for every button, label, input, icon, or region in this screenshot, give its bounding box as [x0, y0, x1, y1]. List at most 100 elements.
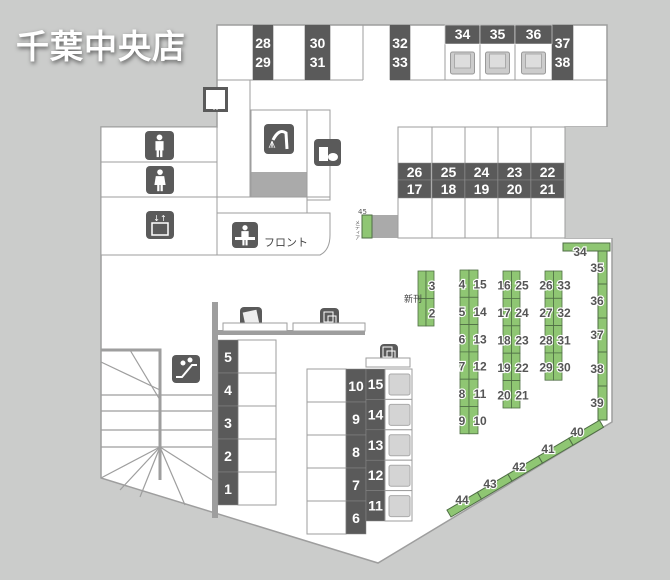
booth-2[interactable]: 2	[217, 438, 277, 473]
booth-number: 11	[368, 498, 383, 514]
booth-15[interactable]: 15	[365, 368, 413, 400]
booth-number: 36	[526, 26, 542, 42]
booth-seat	[306, 368, 347, 403]
shelf-number: 35	[590, 261, 604, 275]
media-shelf-number: 45	[358, 208, 367, 216]
booth-header	[514, 24, 553, 45]
booth-1[interactable]: 1	[217, 471, 277, 506]
booth-seat	[306, 401, 347, 436]
shelf-number: 44	[455, 493, 469, 507]
wall-block	[565, 127, 613, 238]
booth-9[interactable]: 9	[306, 401, 367, 436]
armchair-seat	[454, 53, 471, 69]
booth-seat	[306, 434, 347, 469]
booth-number: 34	[455, 26, 471, 42]
booth-number: 32	[392, 35, 408, 51]
shelf-section	[568, 419, 605, 446]
shelf-number: 41	[541, 442, 555, 456]
booth-strip	[397, 179, 432, 199]
shelf-number: 13	[473, 332, 487, 346]
booth-4[interactable]: 4	[217, 372, 277, 407]
shelf-number: 25	[515, 279, 529, 293]
leg	[213, 103, 215, 110]
booth-number: 22	[540, 164, 556, 180]
escalator-icon	[172, 355, 200, 383]
shelf-number: 40	[570, 425, 584, 439]
armchair-icon	[388, 495, 411, 518]
shower-icon	[264, 124, 294, 154]
shelf-number: 31	[557, 333, 571, 347]
booth-13[interactable]: 13	[365, 429, 413, 461]
shelf-number: 20	[497, 388, 511, 402]
booth-number: 21	[540, 181, 556, 197]
booth-8[interactable]: 8	[306, 434, 367, 469]
booth-strip	[530, 179, 565, 199]
booth-6[interactable]: 6	[306, 500, 367, 535]
chair-booth-35[interactable]: 35	[479, 24, 516, 75]
head	[213, 90, 218, 95]
booth-number: 15	[368, 376, 384, 392]
shelf-number: 32	[557, 306, 571, 320]
booth-seat	[237, 405, 277, 440]
shelf-number: 38	[590, 362, 604, 376]
booth-number: 30	[310, 35, 326, 51]
shelf-number: 2	[429, 307, 436, 321]
armchair-seat	[489, 53, 506, 69]
booth-seat	[237, 372, 277, 407]
booth-10[interactable]: 10	[306, 368, 367, 403]
booth-12[interactable]: 12	[365, 459, 413, 492]
shelf-number: 24	[515, 306, 529, 320]
booth-number: 35	[490, 26, 506, 42]
drink-bar-icon	[314, 139, 341, 166]
booth-number: 13	[368, 437, 384, 453]
icon-bg	[172, 355, 200, 383]
shelf-number: 3	[429, 279, 436, 293]
booth-number: 29	[255, 54, 271, 70]
shelf-number: 10	[473, 414, 487, 428]
head	[242, 225, 248, 231]
booth-11[interactable]: 11	[365, 490, 413, 522]
booth-14[interactable]: 14	[365, 398, 413, 431]
booth-strip	[253, 25, 273, 80]
leg	[156, 150, 159, 158]
shelf-section	[597, 385, 608, 421]
head	[156, 134, 163, 141]
shelf	[222, 322, 288, 332]
chair-booth-36[interactable]: 36	[514, 24, 553, 75]
booth-number: 33	[392, 54, 408, 70]
shelf-number: 33	[557, 279, 571, 293]
booth-5[interactable]: 5	[217, 339, 277, 374]
leg	[242, 239, 245, 246]
booth-seat	[237, 438, 277, 473]
shelf-section	[511, 380, 521, 409]
head	[187, 357, 193, 363]
shelf-number: 5	[459, 305, 466, 319]
booth-strip	[390, 25, 410, 80]
shelf-number: 8	[459, 387, 466, 401]
booth-number: 3	[224, 415, 232, 431]
shelf-number: 14	[473, 305, 487, 319]
booth-number: 28	[255, 35, 271, 51]
stair-step	[129, 349, 161, 401]
icon-bg	[264, 124, 294, 154]
shelf-section	[468, 406, 479, 435]
booth-3[interactable]: 3	[217, 405, 277, 440]
shelf-number: 11	[474, 387, 487, 401]
leg	[245, 239, 248, 246]
booth-number: 38	[555, 54, 571, 70]
booth-strip	[552, 25, 573, 80]
booth-7[interactable]: 7	[306, 467, 367, 502]
body	[241, 231, 249, 240]
media-shelf	[361, 214, 373, 239]
